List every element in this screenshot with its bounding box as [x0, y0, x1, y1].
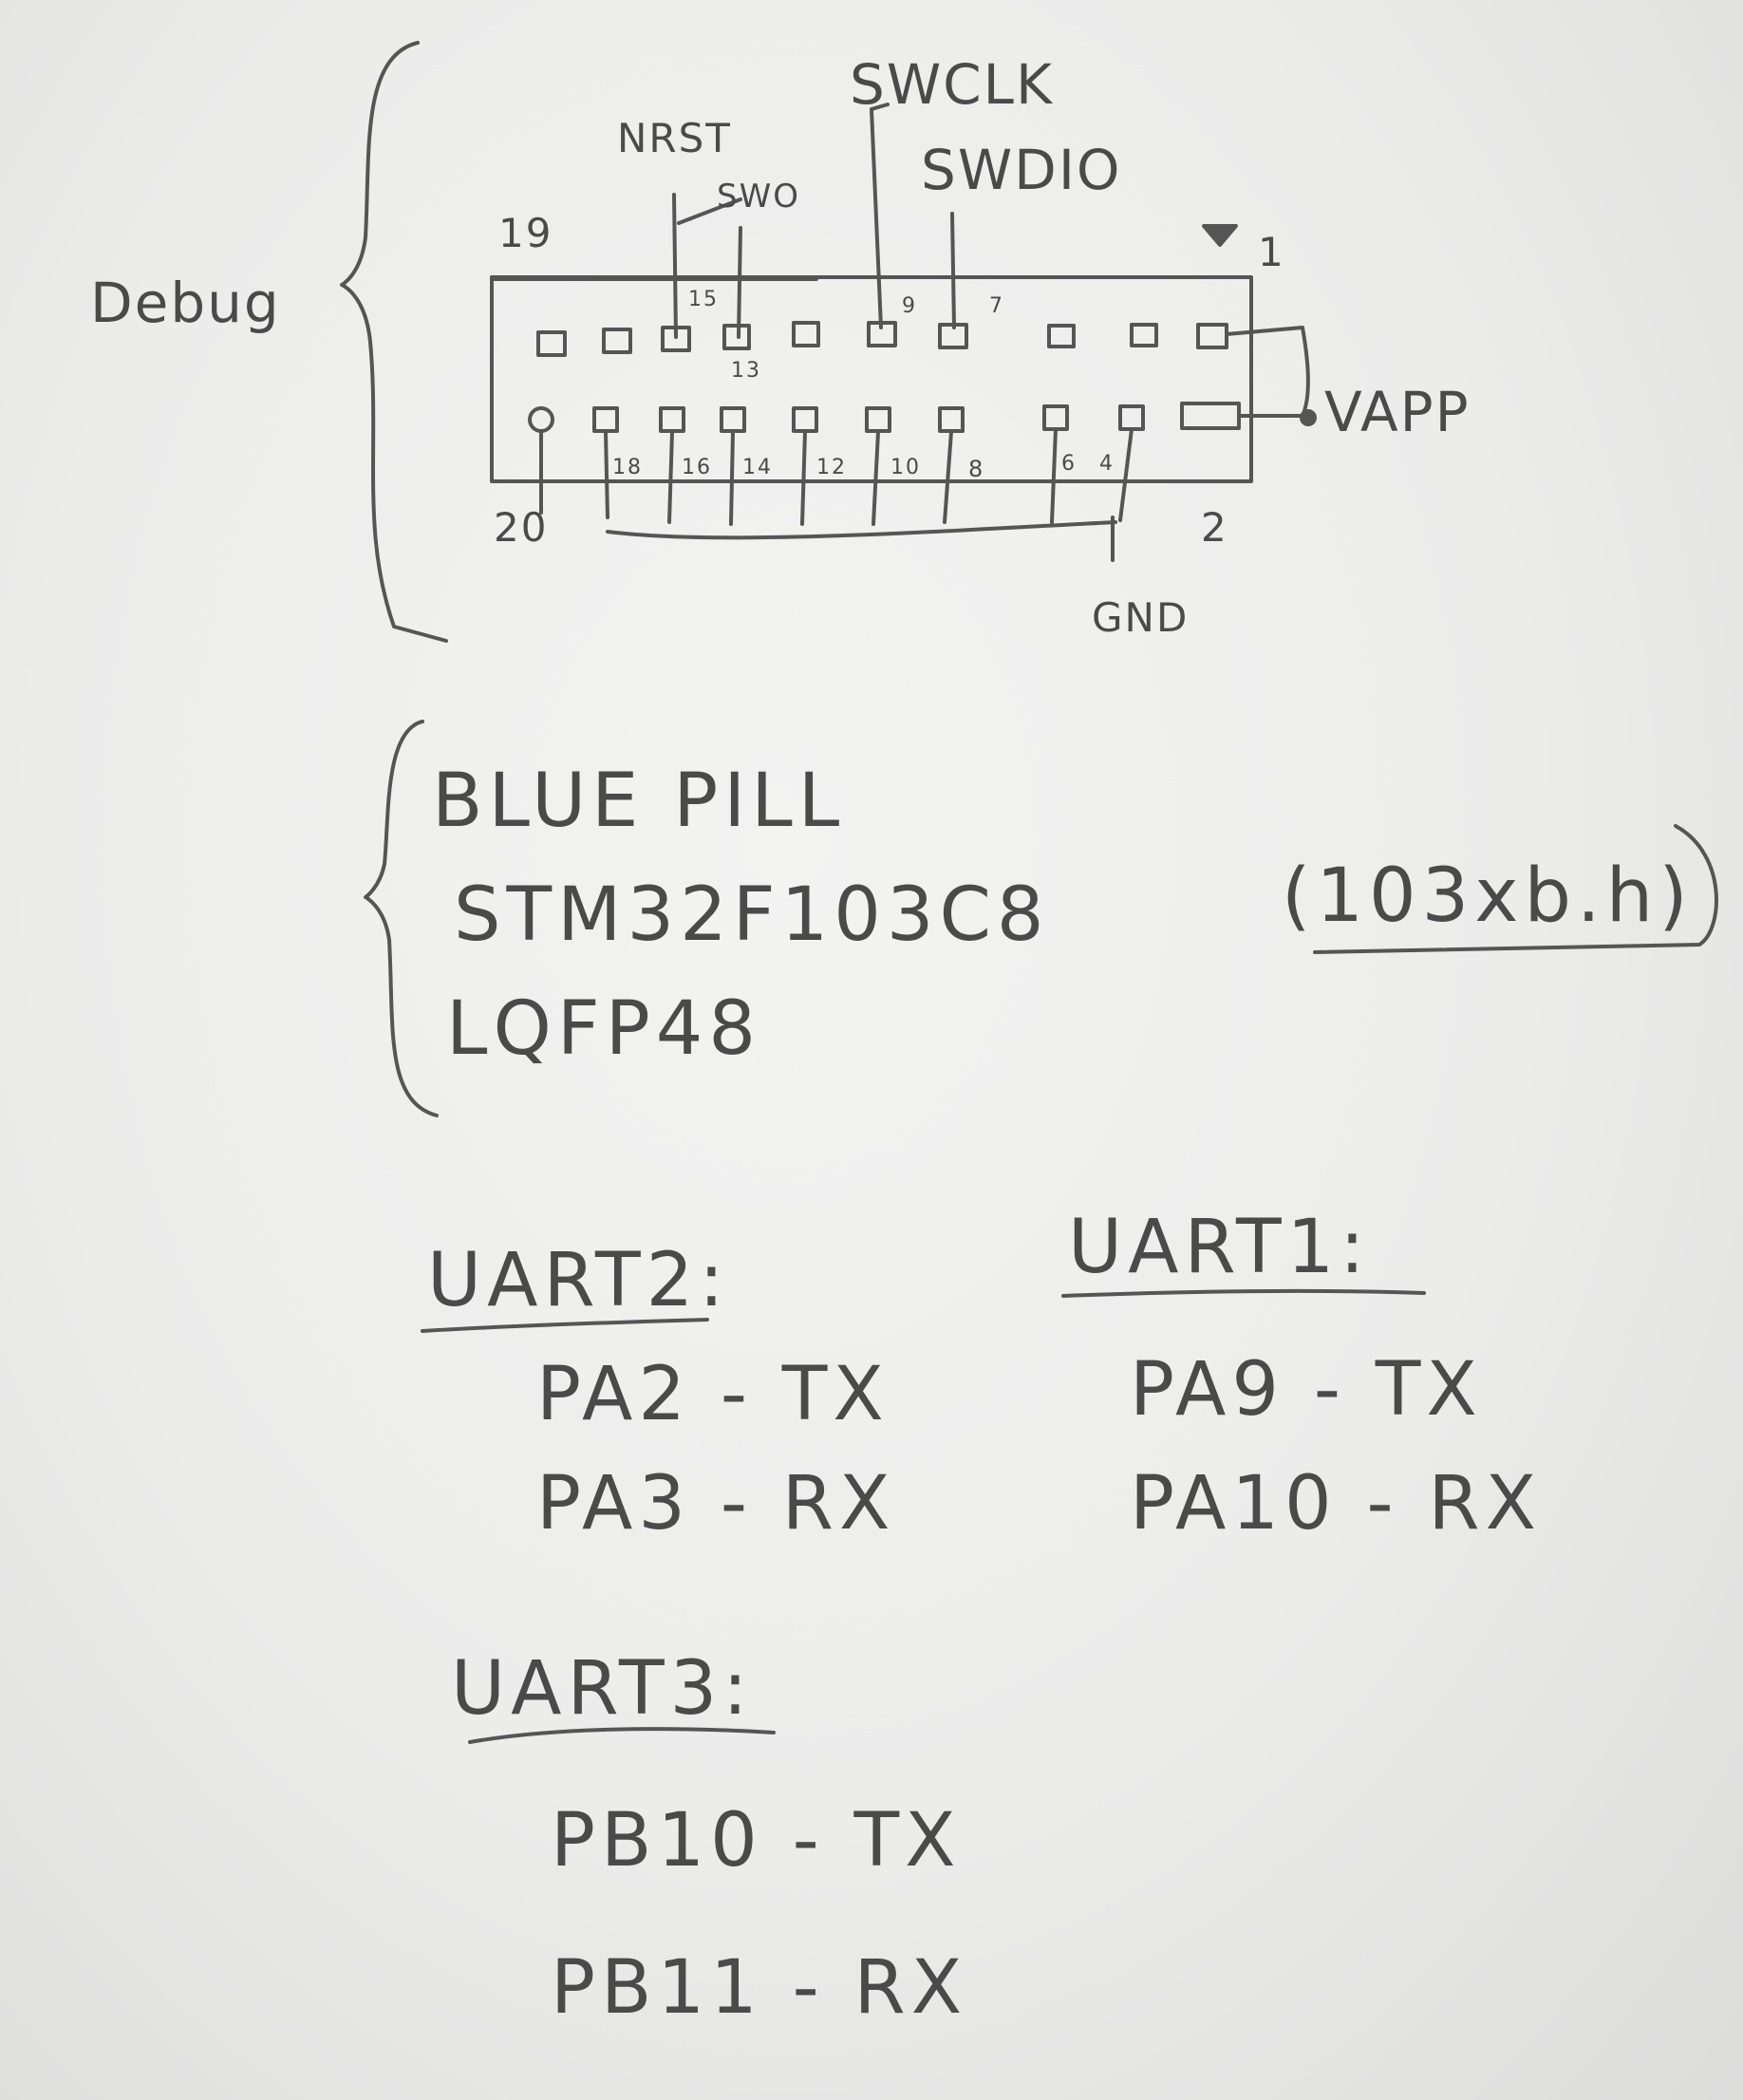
gnd-label: GND — [1092, 594, 1190, 641]
uart1-tx: PA9 - TX — [1130, 1347, 1483, 1433]
top-row-pads — [536, 321, 1228, 357]
swdio-label: SWDIO — [921, 138, 1122, 202]
gnd-leaders — [539, 427, 1134, 562]
uart3-rx: PB11 - RX — [551, 1945, 968, 2031]
pin-number-6: 6 — [1061, 452, 1077, 476]
pin-number-13: 13 — [731, 359, 761, 383]
board-brace — [364, 720, 439, 1117]
pin-20-label: 20 — [494, 504, 549, 551]
header-bracket — [1313, 824, 1718, 954]
uart2-rx: PA3 - RX — [536, 1461, 896, 1547]
pin-number-12: 12 — [816, 456, 847, 479]
pin-number-14: 14 — [742, 456, 773, 479]
pin-number-10: 10 — [890, 456, 921, 479]
uart2-tx: PA2 - TX — [536, 1352, 890, 1437]
pin-number-8: 8 — [968, 456, 985, 482]
package-type: LQFP48 — [446, 986, 762, 1072]
uart3-tx: PB10 - TX — [551, 1798, 962, 1884]
board-name: BLUE PILL — [432, 759, 846, 844]
bottom-row-pads — [528, 402, 1241, 433]
uart3-underline — [468, 1727, 776, 1744]
pin-number-16: 16 — [682, 456, 712, 479]
pin-number-15: 15 — [688, 288, 719, 311]
pin1-marker-icon — [1202, 224, 1238, 247]
swclk-leader — [870, 103, 890, 329]
pin-number-4: 4 — [1099, 452, 1115, 476]
swo-diag — [677, 197, 742, 225]
pin-number-18: 18 — [612, 456, 643, 479]
nrst-label: NRST — [617, 115, 732, 161]
header-file-note: (103xb.h) — [1282, 853, 1694, 939]
swclk-label: SWCLK — [850, 52, 1055, 117]
connector-outline — [490, 275, 1253, 483]
gnd-bus — [606, 520, 1117, 540]
pin-19-label: 19 — [498, 210, 553, 256]
mcu-part-number: STM32F103C8 — [454, 872, 1050, 958]
pin-1-label: 1 — [1258, 229, 1285, 275]
uart2-title: UART2: — [427, 1238, 730, 1323]
uart1-title: UART1: — [1068, 1205, 1371, 1290]
uart1-rx: PA10 - RX — [1130, 1461, 1543, 1547]
debug-label: Debug — [90, 271, 281, 335]
vapp-label: VAPP — [1324, 380, 1471, 444]
nrst-leader — [672, 193, 678, 339]
swo-leader — [737, 226, 742, 339]
uart1-underline — [1061, 1288, 1426, 1298]
pin-number-9: 9 — [902, 294, 917, 318]
pin-number-7: 7 — [989, 294, 1004, 318]
swdio-leader — [950, 212, 956, 329]
uart3-title: UART3: — [451, 1646, 754, 1732]
uart2-underline — [421, 1318, 709, 1333]
pin-2-label: 2 — [1201, 504, 1228, 551]
debug-brace — [340, 41, 448, 643]
swo-label: SWO — [717, 178, 800, 216]
